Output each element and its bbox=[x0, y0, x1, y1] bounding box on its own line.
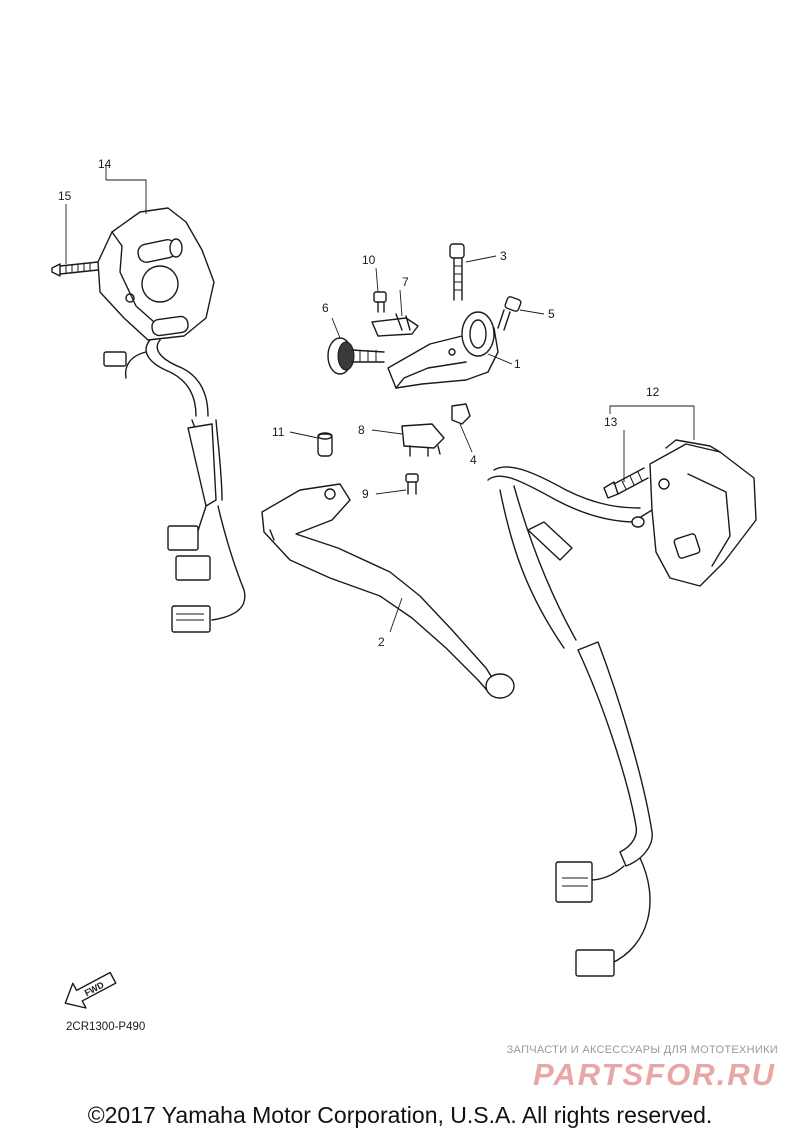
callout-10: 10 bbox=[362, 253, 376, 267]
screw-9 bbox=[405, 473, 419, 495]
left-switch-screw bbox=[51, 261, 99, 277]
watermark-tagline: ЗАПЧАСТИ И АКСЕССУАРЫ ДЛЯ МОТОТЕХНИКИ bbox=[506, 1044, 778, 1056]
diagram-code: 2CR1300-P490 bbox=[66, 1021, 145, 1033]
clip-7 bbox=[371, 313, 419, 337]
nut-4 bbox=[451, 403, 471, 425]
callout-1: 1 bbox=[514, 357, 521, 371]
small-bolt-10 bbox=[373, 291, 387, 313]
collar-11 bbox=[317, 432, 333, 457]
callout-13: 13 bbox=[604, 415, 618, 429]
side-bolt bbox=[497, 296, 522, 331]
callouts: 1 2 3 4 5 6 7 8 9 10 11 12 13 14 15 bbox=[58, 157, 660, 649]
callout-7: 7 bbox=[402, 275, 409, 289]
watermark-logo: PARTSFOR.RU bbox=[532, 1057, 776, 1092]
right-switch-screw bbox=[603, 467, 649, 499]
callout-12: 12 bbox=[646, 385, 660, 399]
callout-6: 6 bbox=[322, 301, 329, 315]
callout-3: 3 bbox=[500, 249, 507, 263]
holder-bolt bbox=[449, 243, 465, 301]
callout-11: 11 bbox=[272, 425, 285, 439]
adjuster-knob bbox=[327, 337, 385, 375]
fwd-arrow-icon: FWD bbox=[64, 971, 117, 1009]
callout-15: 15 bbox=[58, 189, 72, 203]
lever bbox=[261, 483, 515, 699]
right-wire-harness bbox=[555, 641, 653, 977]
callout-14: 14 bbox=[98, 157, 112, 171]
callout-9: 9 bbox=[362, 487, 369, 501]
right-handlebar-switch bbox=[631, 439, 757, 587]
callout-8: 8 bbox=[358, 423, 365, 437]
callout-4: 4 bbox=[470, 453, 477, 467]
left-wire-harness bbox=[103, 339, 246, 633]
clutch-switch-8 bbox=[401, 423, 445, 457]
lever-holder bbox=[387, 311, 499, 389]
copyright-notice: ©2017 Yamaha Motor Corporation, U.S.A. A… bbox=[87, 1102, 713, 1128]
leader-lines bbox=[65, 166, 695, 633]
left-handlebar-switch bbox=[97, 207, 215, 341]
callout-5: 5 bbox=[548, 307, 555, 321]
throttle-cable-tube bbox=[487, 466, 641, 649]
callout-2: 2 bbox=[378, 635, 385, 649]
